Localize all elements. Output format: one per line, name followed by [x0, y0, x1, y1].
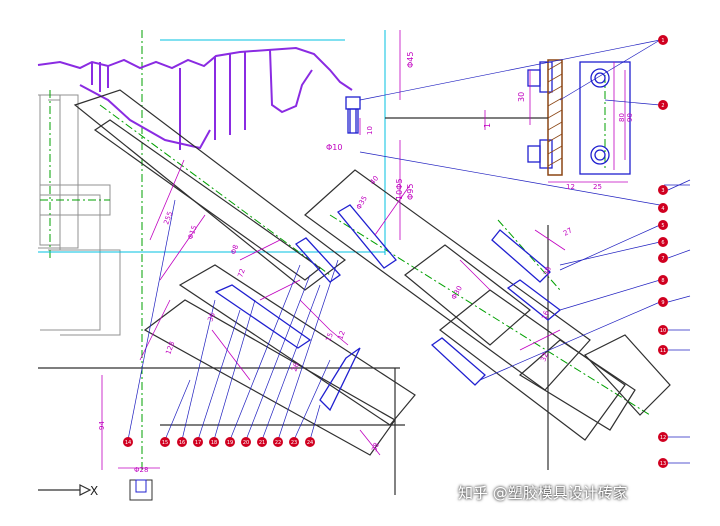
dim-text: 25: [593, 183, 602, 191]
balloon: 15: [160, 437, 170, 447]
dim-text: 27: [562, 226, 574, 237]
dim-text: 40: [368, 174, 380, 186]
bottom-part: [129, 479, 153, 501]
balloon: 12: [658, 432, 668, 442]
dim-text: 30: [517, 92, 526, 102]
cyan-reference-lines: [38, 30, 386, 255]
dim-text: 36: [206, 311, 217, 323]
svg-text:19: 19: [227, 440, 233, 446]
dim-text: 15: [324, 332, 335, 343]
balloon: 20: [241, 437, 251, 447]
dim-text: 12: [566, 183, 575, 191]
dim-text: 1: [483, 123, 492, 128]
screws-and-bolts: [214, 61, 631, 412]
svg-text:9: 9: [661, 300, 664, 306]
svg-text:8: 8: [661, 278, 664, 284]
balloon: 16: [177, 437, 187, 447]
dim-text: 128: [164, 340, 176, 355]
balloon: 17: [193, 437, 203, 447]
balloon: 19: [225, 437, 235, 447]
dim-text: Φ8: [229, 244, 240, 256]
dim-text: 38: [370, 442, 381, 453]
dim-text: 80: [618, 113, 626, 122]
balloon: 9: [658, 297, 668, 307]
part-balloons: 1 2 3 4 5 6 7 8 9 10 11 12 13 14 15 16 1…: [123, 35, 668, 468]
centerlines: [40, 30, 651, 470]
balloon: 2: [658, 100, 668, 110]
dim-text: 38: [542, 266, 553, 277]
dim-text: 12: [336, 330, 347, 341]
svg-text:20: 20: [243, 440, 249, 446]
balloon: 3: [658, 185, 668, 195]
dim-text: Φ30: [450, 285, 464, 301]
hatched-bracket: [385, 59, 563, 176]
watermark: 知乎 @塑胶模具设计砖家: [458, 484, 628, 502]
svg-text:5: 5: [661, 223, 664, 229]
svg-text:22: 22: [275, 440, 281, 446]
dim-text: Φ15: [186, 224, 198, 240]
balloon: 7: [658, 253, 668, 263]
svg-text:14: 14: [125, 440, 131, 446]
balloon: 11: [658, 345, 668, 355]
svg-text:17: 17: [195, 440, 201, 446]
x-axis-label: X: [90, 484, 98, 498]
svg-text:3: 3: [661, 188, 664, 194]
svg-text:23: 23: [291, 440, 297, 446]
balloon: 21: [257, 437, 267, 447]
balloon: 24: [305, 437, 315, 447]
right-edge-leaders: [667, 179, 691, 303]
svg-text:18: 18: [211, 440, 217, 446]
x-axis-indicator: X: [38, 484, 98, 498]
balloon: 13: [658, 458, 668, 468]
dim-text: Φ28: [134, 466, 148, 474]
balloon: 10: [658, 325, 668, 335]
dim-text: 32: [539, 352, 550, 363]
dim-text: 72: [236, 268, 247, 279]
dim-text: 26: [290, 361, 301, 373]
dim-text: Φ45: [406, 52, 415, 68]
svg-text:4: 4: [661, 206, 664, 212]
svg-text:10: 10: [660, 328, 666, 334]
svg-text:2: 2: [661, 103, 664, 109]
balloon: 4: [658, 203, 668, 213]
dim-text: 10Φ5: [395, 178, 404, 200]
balloon: 5: [658, 220, 668, 230]
dim-text: 90: [626, 113, 634, 122]
dim-text: 10: [366, 126, 374, 135]
svg-text:12: 12: [660, 435, 666, 441]
svg-text:11: 11: [660, 348, 666, 354]
product-outline: [37, 46, 353, 150]
svg-text:21: 21: [259, 440, 265, 446]
dim-text: 255: [162, 210, 174, 225]
balloon: 6: [658, 237, 668, 247]
dim-text: Φ35: [355, 195, 369, 211]
svg-text:15: 15: [162, 440, 168, 446]
svg-text:7: 7: [661, 256, 664, 262]
balloon: 1: [658, 35, 668, 45]
balloon: 22: [273, 437, 283, 447]
svg-text:1: 1: [661, 38, 664, 44]
balloon: 14: [123, 437, 133, 447]
dim-text: 16: [540, 309, 551, 321]
svg-text:13: 13: [660, 461, 666, 467]
svg-text:16: 16: [179, 440, 185, 446]
leader-lines: [127, 39, 690, 464]
balloon: 8: [658, 275, 668, 285]
dim-text: Φ95: [406, 184, 415, 200]
svg-text:6: 6: [661, 240, 664, 246]
dim-text: 94: [98, 421, 106, 430]
dim-text: Φ10: [326, 143, 342, 152]
dimension-lines: [101, 30, 628, 470]
lifter-assembly: [38, 89, 671, 495]
balloon: 23: [289, 437, 299, 447]
balloon: 18: [209, 437, 219, 447]
svg-text:24: 24: [307, 440, 313, 446]
